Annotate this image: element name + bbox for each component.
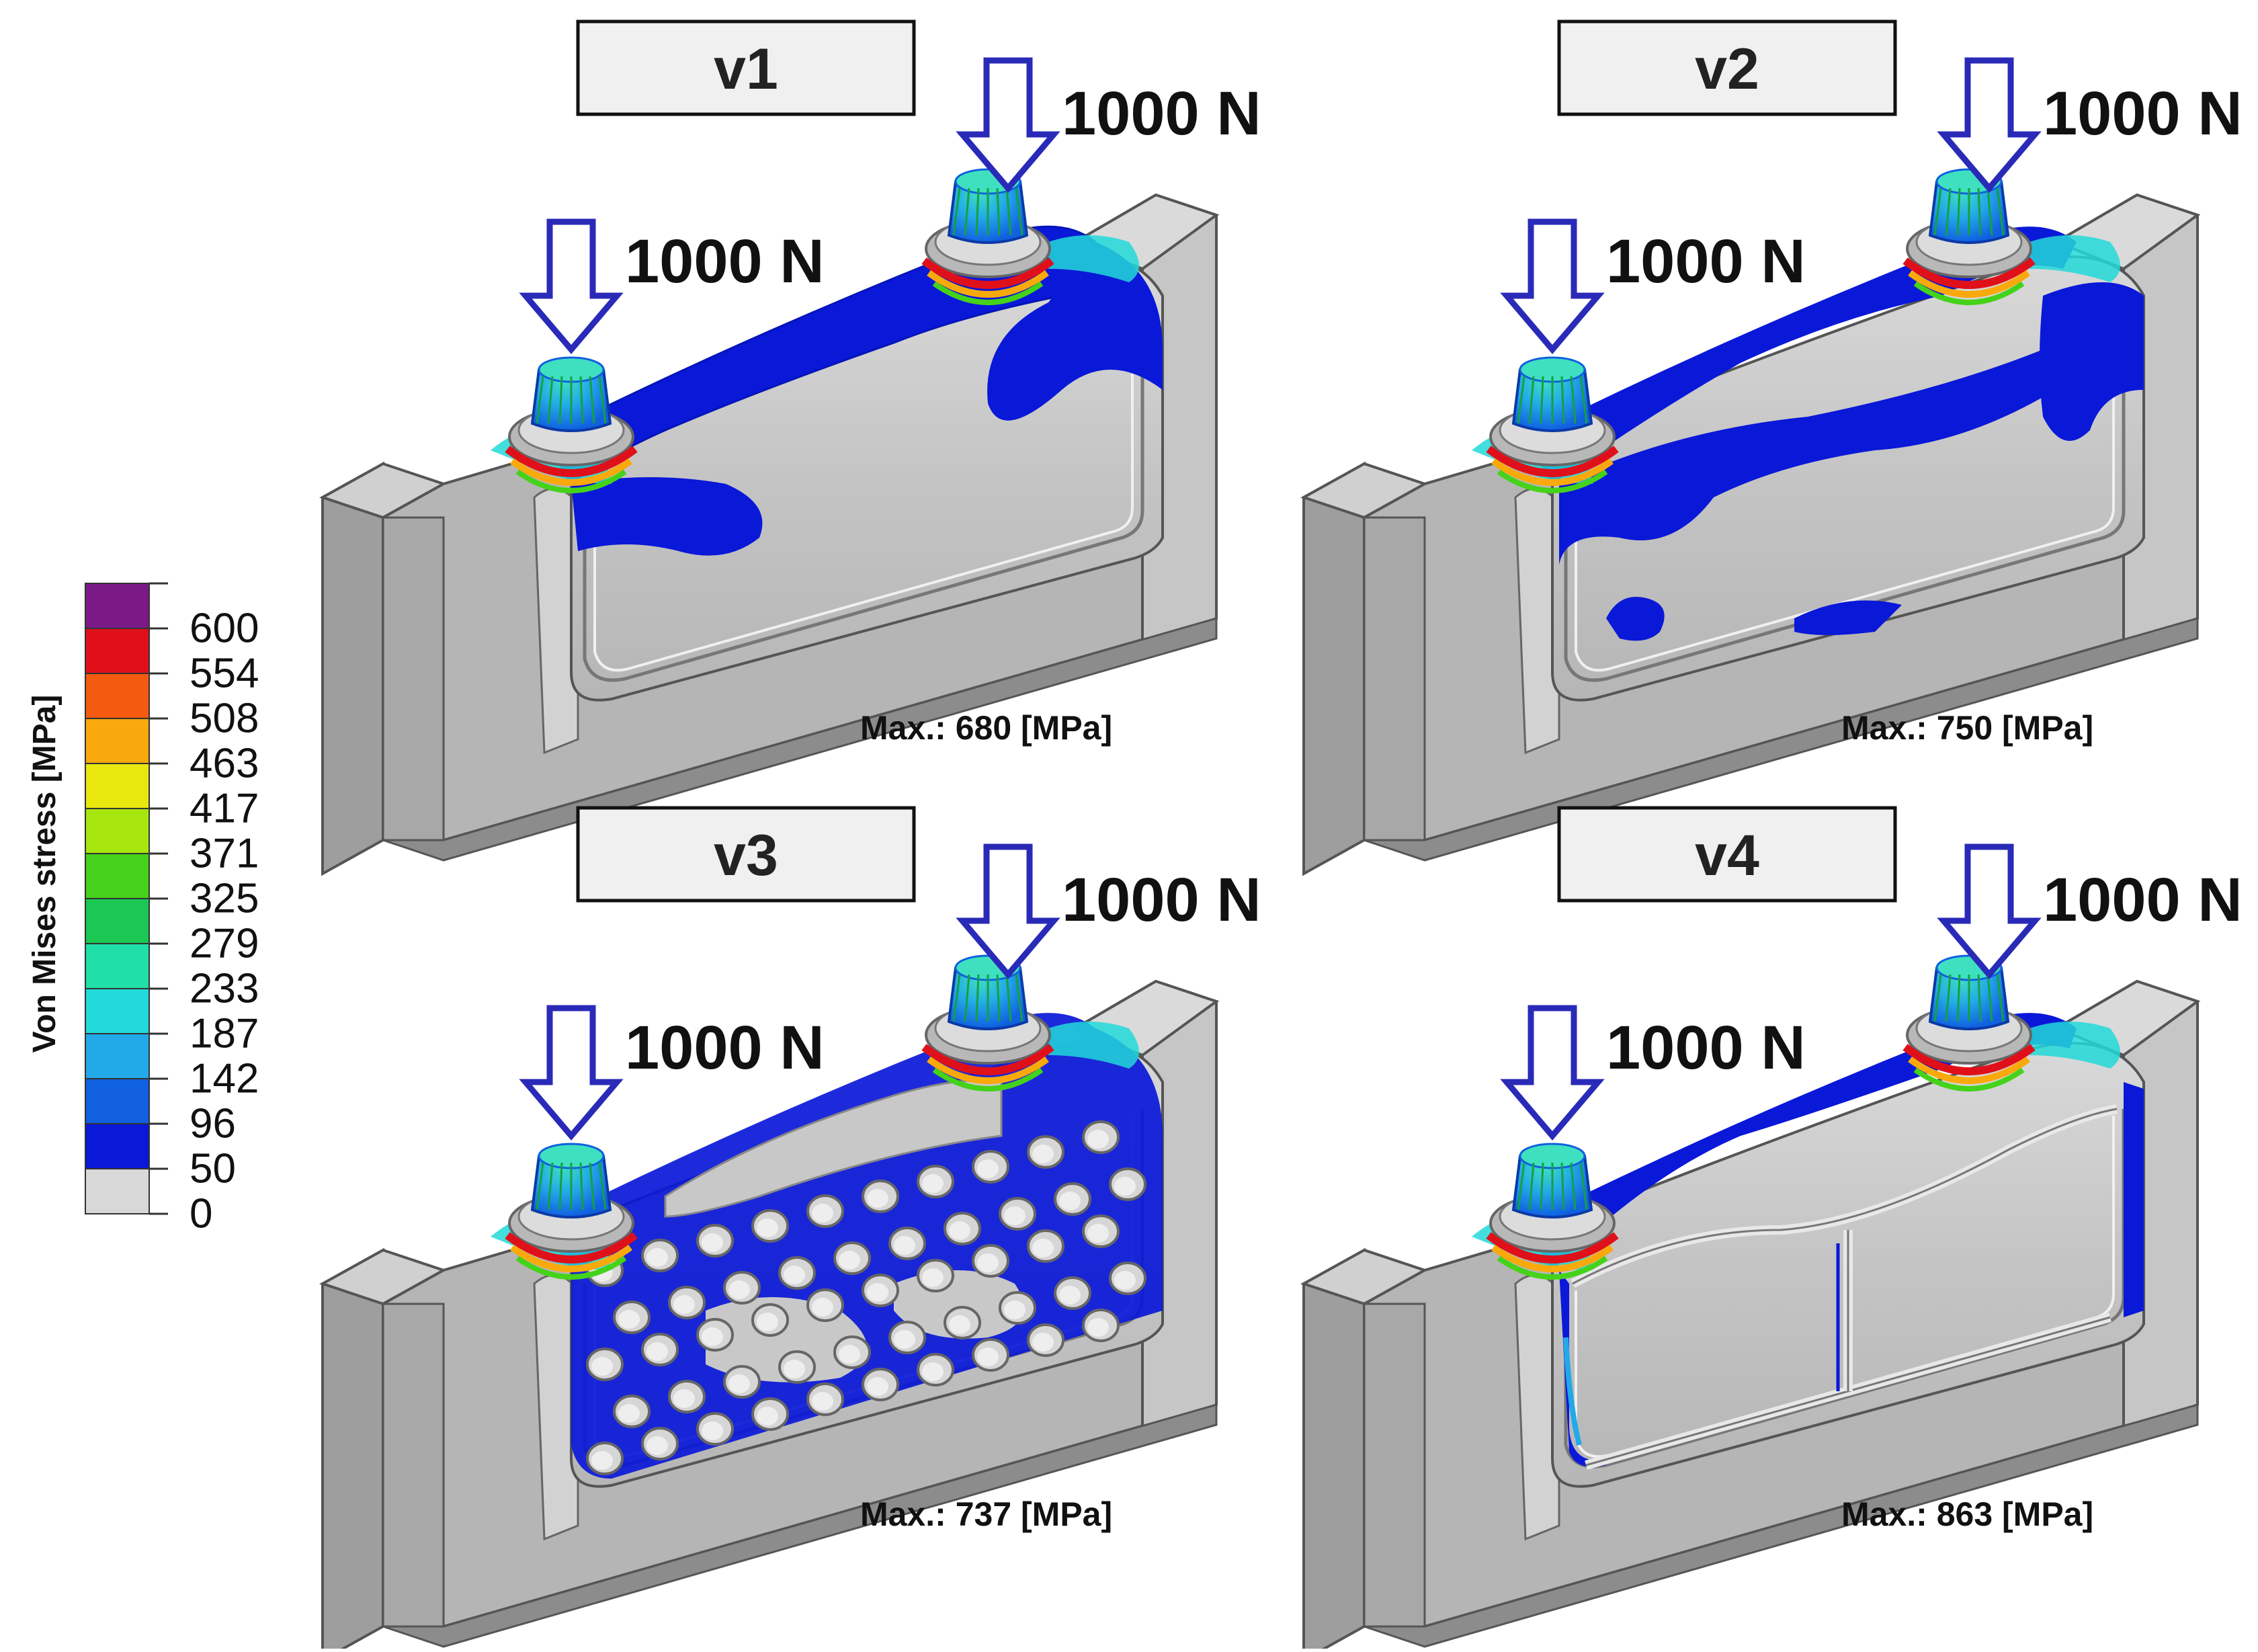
load-pin [505,1143,638,1280]
load-pin [921,954,1054,1091]
colorbar-tick-label: 600 [190,605,259,651]
load-arrow-icon [956,57,1060,193]
version-label-box [1557,806,1897,903]
colorbar-band [85,763,150,809]
version-label: v4 [1695,823,1759,888]
load-pin [1486,1143,1619,1280]
version-label: v3 [714,823,778,888]
colorbar-tick-label: 96 [190,1100,236,1147]
max-stress-label: Max.: 680 [MPa] [860,709,1112,747]
colorbar-band [85,853,150,899]
colorbar-tick-label: 417 [190,785,259,831]
load-arrow-icon [956,843,1060,979]
colorbar-band [85,628,150,674]
load-label-left: 1000 N [625,1014,825,1082]
max-stress-label: Max.: 737 [MPa] [860,1495,1112,1533]
colorbar-band [85,898,150,944]
version-label-box [576,806,916,903]
load-pin [1902,168,2036,305]
load-arrow-icon [1500,1005,1605,1141]
colorbar-band [85,1123,150,1169]
colorbar-tick-label: 554 [190,650,259,696]
version-label: v1 [714,37,778,101]
colorbar-band [85,988,150,1034]
colorbar-band [85,673,150,719]
colorbar-band [85,943,150,989]
version-label-box [576,19,916,116]
load-arrow-icon [519,1005,624,1141]
colorbar-band [85,1078,150,1124]
load-arrow-icon [1937,843,2042,979]
load-label-left: 1000 N [625,227,825,296]
hotspot-right [2030,1022,2120,1069]
colorbar-band [85,718,150,764]
version-label: v2 [1695,37,1759,101]
colorbar-tick-label: 0 [190,1190,212,1237]
load-arrow-icon [519,218,624,354]
colorbar-tick-label: 50 [190,1145,236,1192]
load-label-left: 1000 N [1606,227,1806,296]
colorbar-tick-label: 508 [190,695,259,741]
load-label-right: 1000 N [1062,79,1261,148]
colorbar-tick-label: 233 [190,965,259,1011]
colorbar-band [85,808,150,854]
colorbar-tick-label: 142 [190,1055,259,1102]
colorbar-tick-label: 463 [190,740,259,786]
load-label-left: 1000 N [1606,1014,1806,1082]
colorbar-band [85,1168,150,1214]
max-stress-label: Max.: 750 [MPa] [1841,709,2093,747]
colorbar-tick-label: 325 [190,875,259,921]
colorbar-band [85,1033,150,1079]
colorbar-title: Von Mises stress [MPa] [27,695,62,1053]
colorbar-tick-label: 279 [190,920,259,966]
load-label-right: 1000 N [2043,79,2243,148]
load-pin [1902,954,2036,1091]
load-label-right: 1000 N [2043,866,2243,934]
load-pin [1486,356,1619,493]
version-label-box [1557,19,1897,116]
colorbar-tick-label: 371 [190,830,259,876]
load-label-right: 1000 N [1062,866,1261,934]
hotspot-right [1048,235,1139,282]
load-arrow-icon [1500,218,1605,354]
load-pin [505,356,638,493]
load-arrow-icon [1937,57,2042,193]
colorbar-tick-label: 187 [190,1010,259,1057]
max-stress-label: Max.: 863 [MPa] [1841,1495,2093,1533]
load-pin [921,168,1054,305]
hotspot-right [2030,235,2120,282]
hotspot-right [1048,1022,1139,1069]
colorbar-band [85,583,150,629]
shell-surface [1522,255,2145,702]
